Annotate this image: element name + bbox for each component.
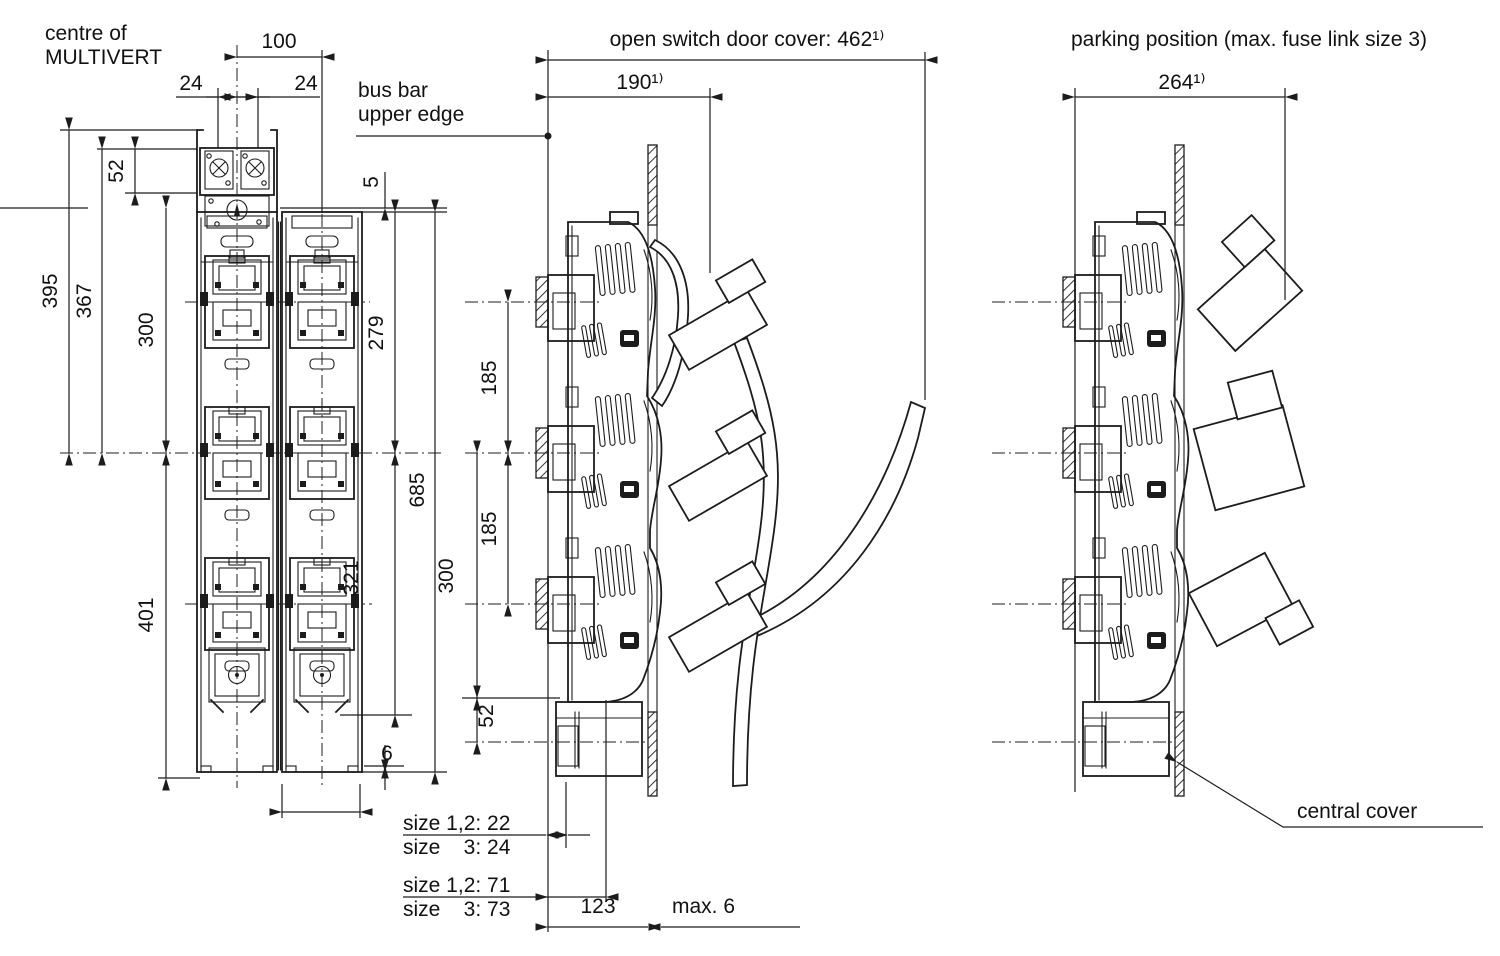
dim-label-52-side: 52 bbox=[475, 704, 498, 727]
dim-label-300-front: 300 bbox=[135, 312, 158, 347]
dim-label-100: 100 bbox=[261, 30, 296, 53]
side-view-title: open switch door cover: 462¹⁾ bbox=[610, 28, 885, 51]
dim-label-6: 6 bbox=[381, 742, 393, 765]
central-cover-label: central cover bbox=[1297, 800, 1417, 823]
dim-label-264: 264¹⁾ bbox=[1158, 71, 1205, 94]
fuse-carriers-open bbox=[667, 258, 769, 674]
front-dimension-lines bbox=[65, 53, 439, 816]
dim-label-24-right: 24 bbox=[294, 72, 318, 95]
dim-label-321: 321 bbox=[340, 560, 363, 595]
front-extension-lines bbox=[0, 50, 447, 818]
dim-label-size-22: size 1,2: 22 bbox=[403, 812, 510, 835]
front-view: centre of MULTIVERT 100 24 24 52 395 367… bbox=[0, 22, 447, 818]
dim-label-279: 279 bbox=[365, 315, 388, 350]
pole-gap-lines bbox=[277, 221, 282, 771]
dim-label-size-73: size 3: 73 bbox=[403, 898, 510, 921]
dim-label-5: 5 bbox=[360, 176, 383, 188]
central-cover-leader bbox=[1164, 752, 1483, 828]
dim-label-685: 685 bbox=[406, 472, 429, 507]
side-view: open switch door cover: 462¹⁾ bus bar up… bbox=[356, 28, 938, 932]
front-view-title-line1: centre of bbox=[45, 22, 127, 45]
front-view-title-line2: MULTIVERT bbox=[45, 46, 162, 69]
dim-label-190: 190¹⁾ bbox=[616, 71, 663, 94]
dim-label-401: 401 bbox=[135, 597, 158, 632]
busbar-note-line1: bus bar bbox=[358, 79, 428, 102]
dim-label-367: 367 bbox=[73, 283, 96, 318]
parking-view: parking position (max. fuse link size 3)… bbox=[992, 28, 1483, 828]
dim-label-395: 395 bbox=[39, 273, 62, 308]
front-centerlines bbox=[60, 45, 442, 788]
dim-label-size-24: size 3: 24 bbox=[403, 836, 511, 859]
dim-label-185-bottom: 185 bbox=[478, 511, 501, 546]
parking-view-title: parking position (max. fuse link size 3) bbox=[1071, 28, 1427, 51]
side-extension-lines bbox=[462, 52, 926, 902]
dim-label-123: 123 bbox=[580, 895, 615, 918]
fuse-carriers-parked bbox=[1187, 213, 1315, 648]
dim-label-size-71: size 1,2: 71 bbox=[403, 874, 510, 897]
dim-label-185-top: 185 bbox=[478, 360, 501, 395]
dim-label-max6: max. 6 bbox=[672, 895, 735, 918]
busbar-note-line2: upper edge bbox=[358, 103, 464, 126]
dim-label-300-side: 300 bbox=[435, 558, 458, 593]
dim-label-24-left: 24 bbox=[179, 72, 203, 95]
side-dimension-lines bbox=[403, 56, 938, 931]
dim-label-52-front: 52 bbox=[105, 159, 128, 182]
